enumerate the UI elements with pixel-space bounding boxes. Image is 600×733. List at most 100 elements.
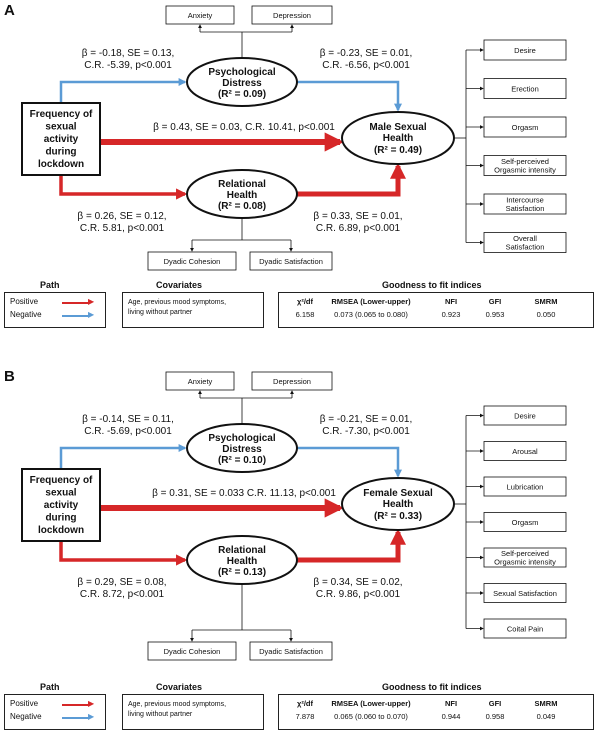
indicator-box (147, 641, 237, 661)
path-legend-box (4, 292, 106, 328)
legend-positive-arrow-icon: ▶ (88, 297, 95, 306)
fit-value: 0.065 (0.060 to 0.070) (334, 712, 408, 721)
path-distress-to-outcome (297, 446, 403, 478)
path-annotation: β = 0.29, SE = 0.08,C.R. 8.72, p<0.001 (77, 577, 166, 600)
path-annotation: β = 0.43, SE = 0.03, C.R. 10.41, p<0.001 (153, 122, 335, 133)
fit-header: SMRM (534, 699, 558, 708)
outcome-node (341, 477, 455, 531)
indicator-box (165, 371, 235, 391)
indicator-label: Sexual Satisfaction (493, 589, 557, 598)
path-annotation: β = -0.18, SE = 0.13,C.R. -5.39, p<0.001 (82, 48, 174, 71)
exposure-box (21, 468, 101, 542)
indicator-box (483, 193, 567, 215)
legend-positive-label: Positive (10, 297, 39, 306)
legend-positive-swatch (62, 704, 90, 706)
path-annotation: β = -0.21, SE = 0.01,C.R. -7.30, p<0.001 (320, 414, 412, 437)
distress-r2: (R² = 0.10) (218, 455, 266, 466)
fit-header: GFI (488, 699, 502, 708)
covariates-line: Age, previous mood symptoms, (128, 701, 227, 708)
path-exposure-to-relational (59, 175, 188, 200)
fit-header: NFI (444, 699, 458, 708)
fit-value: 7.878 (295, 712, 315, 721)
indicator-box (483, 547, 567, 568)
legend-negative-arrow-icon: ▶ (88, 310, 95, 319)
indicator-label: Erection (511, 85, 539, 94)
fit-value: 6.158 (295, 310, 315, 319)
outcome-r2: (R² = 0.33) (374, 511, 422, 522)
indicator-box (251, 5, 333, 25)
indicator-label: Dyadic Cohesion (164, 257, 221, 266)
distress-node (186, 57, 298, 107)
indicator-box (147, 251, 237, 271)
path-legend-title: Path (40, 682, 60, 692)
legend-positive-label: Positive (10, 699, 39, 708)
indicator-box (483, 232, 567, 253)
indicator-box (483, 39, 567, 61)
fit-header: RMSEA (Lower-upper) (331, 297, 411, 306)
indicator-box (483, 476, 567, 497)
indicator-label: Dyadic Satisfaction (259, 257, 323, 266)
covariates-box (122, 694, 264, 730)
indicator-box (251, 371, 333, 391)
fit-title: Goodness to fit indices (382, 280, 482, 290)
outcome-r2: (R² = 0.49) (374, 145, 422, 156)
indicator-box (483, 405, 567, 426)
distress-node (186, 423, 298, 473)
path-exposure-to-distress (59, 77, 187, 103)
indicator-label: Coital Pain (507, 625, 543, 634)
covariates-line: living without partner (128, 711, 193, 718)
indicator-box (483, 583, 567, 603)
indicator-label: Desire (514, 46, 536, 55)
path-annotation: β = 0.31, SE = 0.033 C.R. 11.13, p<0.001 (152, 488, 336, 499)
covariates-box (122, 292, 264, 328)
fit-header: NFI (444, 297, 458, 306)
indicator-label: Orgasm (512, 123, 539, 132)
indicator-box (483, 512, 567, 532)
distress-r2: (R² = 0.09) (218, 89, 266, 100)
fit-header: χ²/df (297, 699, 313, 708)
indicator-box (483, 441, 567, 461)
indicator-box (483, 155, 567, 176)
legend-positive-swatch (62, 302, 90, 304)
fit-value: 0.050 (536, 310, 556, 319)
fit-header: GFI (488, 297, 502, 306)
fit-value: 0.944 (441, 712, 461, 721)
path-distress-to-outcome (297, 80, 403, 112)
indicator-box (249, 641, 333, 661)
legend-negative-swatch (62, 315, 90, 317)
fit-header: RMSEA (Lower-upper) (331, 699, 411, 708)
fit-box (278, 292, 594, 328)
covariates-title: Covariates (156, 682, 203, 692)
fit-value: 0.049 (536, 712, 556, 721)
covariates-text: Age, previous mood symptoms, living witho… (128, 700, 226, 720)
fit-value: 0.073 (0.065 to 0.080) (334, 310, 408, 319)
indicator-label: Lubrication (507, 483, 544, 492)
legend-negative-swatch (62, 717, 90, 719)
fit-box (278, 694, 594, 730)
indicator-box (483, 116, 567, 138)
legend-negative-label: Negative (10, 712, 42, 721)
legend-positive-arrow-icon: ▶ (88, 699, 95, 708)
relational-node (186, 169, 298, 219)
path-exposure-to-distress (59, 443, 187, 469)
indicator-label: Orgasm (512, 518, 539, 527)
indicator-label: Depression (273, 11, 311, 20)
indicator-label: Dyadic Satisfaction (259, 647, 323, 656)
path-annotation: β = 0.26, SE = 0.12,C.R. 5.81, p<0.001 (77, 211, 166, 234)
legend-negative-label: Negative (10, 310, 42, 319)
fit-title: Goodness to fit indices (382, 682, 482, 692)
path-legend-box (4, 694, 106, 730)
path-annotation: β = 0.33, SE = 0.01,C.R. 6.89, p<0.001 (313, 211, 402, 234)
path-exposure-to-relational (59, 541, 188, 566)
